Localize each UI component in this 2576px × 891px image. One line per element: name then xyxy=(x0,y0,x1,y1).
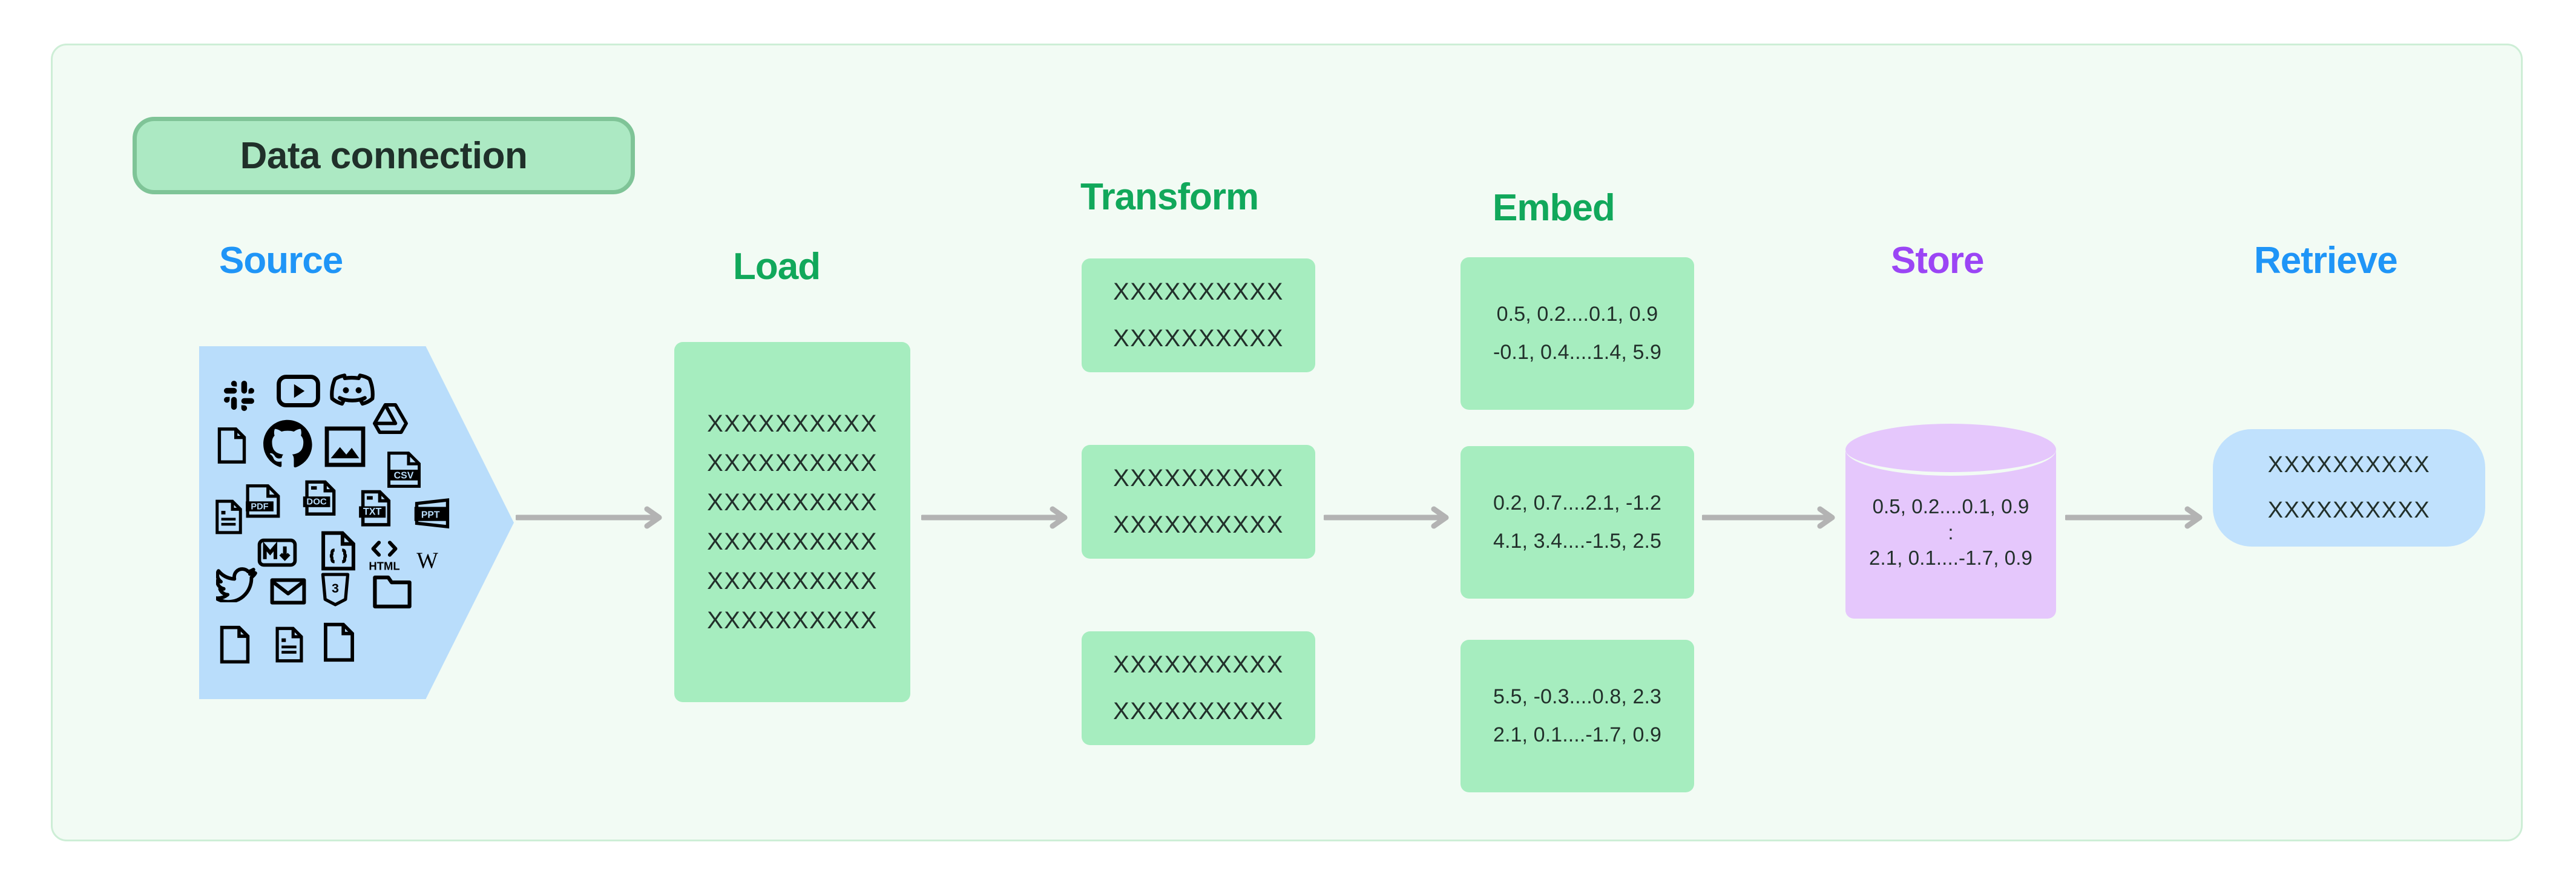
pdf-file-icon: PDF xyxy=(242,482,286,520)
twitter-icon xyxy=(215,566,258,603)
embed-vector-line: 4.1, 3.4....-1.5, 2.5 xyxy=(1493,530,1662,553)
embed-vector-line: -0.1, 0.4....1.4, 5.9 xyxy=(1493,341,1662,364)
embed-vector-line: 2.1, 0.1....-1.7, 0.9 xyxy=(1493,723,1662,746)
store-ellipsis: : xyxy=(1948,521,1954,544)
svg-text:PPT: PPT xyxy=(421,510,440,521)
folder-icon xyxy=(371,573,413,611)
file-blank-icon-2 xyxy=(217,623,252,666)
store-vector-bottom: 2.1, 0.1....-1.7, 0.9 xyxy=(1869,547,2032,570)
image-icon xyxy=(323,425,367,469)
store-content: 0.5, 0.2....0.1, 0.9 : 2.1, 0.1....-1.7,… xyxy=(1845,495,2056,570)
csv-file-icon: CSV xyxy=(386,450,422,490)
stage-title-retrieve: Retrieve xyxy=(2254,240,2398,281)
svg-text:PDF: PDF xyxy=(251,502,268,511)
transform-line: XXXXXXXXXX xyxy=(1113,465,1284,492)
load-line: XXXXXXXXXX xyxy=(707,488,878,516)
svg-text:W: W xyxy=(416,548,438,574)
load-line: XXXXXXXXXX xyxy=(707,449,878,476)
stage-title-load: Load xyxy=(733,246,821,288)
arrow-embed-to-store xyxy=(1702,505,1840,542)
load-line: XXXXXXXXXX xyxy=(707,567,878,594)
store-database-cylinder: 0.5, 0.2....0.1, 0.9 : 2.1, 0.1....-1.7,… xyxy=(1845,424,2056,619)
arrow-store-to-retrieve xyxy=(2065,505,2207,542)
retrieve-line: XXXXXXXXXX xyxy=(2267,498,2431,523)
markdown-icon xyxy=(256,536,298,570)
doc-file-icon: DOC xyxy=(300,478,342,520)
load-box: XXXXXXXXXX XXXXXXXXXX XXXXXXXXXX XXXXXXX… xyxy=(674,342,910,702)
store-vector-top: 0.5, 0.2....0.1, 0.9 xyxy=(1872,495,2029,518)
discord-icon xyxy=(328,366,376,412)
data-connection-badge-label: Data connection xyxy=(240,134,528,177)
css3-icon: 3 xyxy=(319,571,352,608)
embed-vector-line: 0.5, 0.2....0.1, 0.9 xyxy=(1496,303,1658,326)
github-icon xyxy=(261,418,314,470)
load-line: XXXXXXXXXX xyxy=(707,410,878,437)
stage-title-source: Source xyxy=(219,240,343,281)
embed-vector-line: 5.5, -0.3....0.8, 2.3 xyxy=(1493,685,1662,708)
retrieve-box: XXXXXXXXXX XXXXXXXXXX xyxy=(2213,429,2485,547)
slack-icon xyxy=(220,377,258,415)
wikipedia-icon: W xyxy=(409,543,446,576)
arrow-load-to-transform xyxy=(921,505,1073,542)
svg-text:HTML: HTML xyxy=(369,560,399,573)
arrow-source-to-load xyxy=(516,505,667,542)
document-lines-icon xyxy=(213,498,245,536)
embed-box: 5.5, -0.3....0.8, 2.3 2.1, 0.1....-1.7, … xyxy=(1460,640,1694,792)
ppt-file-icon: PPT xyxy=(411,496,453,533)
svg-text:CSV: CSV xyxy=(394,470,414,481)
html-icon: HTML xyxy=(362,537,407,574)
google-drive-icon xyxy=(371,401,410,436)
transform-box: XXXXXXXXXX XXXXXXXXXX xyxy=(1082,445,1315,559)
embed-box: 0.5, 0.2....0.1, 0.9 -0.1, 0.4....1.4, 5… xyxy=(1460,257,1694,410)
stage-title-embed: Embed xyxy=(1493,187,1615,229)
svg-text:3: 3 xyxy=(332,581,339,596)
arrow-transform-to-embed xyxy=(1324,505,1454,542)
svg-text:DOC: DOC xyxy=(306,497,327,507)
transform-line: XXXXXXXXXX xyxy=(1113,698,1284,725)
data-connection-badge: Data connection xyxy=(133,117,635,194)
embed-box: 0.2, 0.7....2.1, -1.2 4.1, 3.4....-1.5, … xyxy=(1460,446,1694,599)
txt-file-icon: TXT xyxy=(353,487,397,531)
cylinder-body xyxy=(1845,449,2056,619)
transform-box: XXXXXXXXXX XXXXXXXXXX xyxy=(1082,631,1315,745)
diagram-canvas: Data connection Source Load Transform Em… xyxy=(51,44,2523,841)
load-line: XXXXXXXXXX xyxy=(707,528,878,555)
json-file-icon xyxy=(320,530,357,572)
transform-line: XXXXXXXXXX xyxy=(1113,325,1284,352)
file-blank-icon-3 xyxy=(321,620,357,664)
transform-line: XXXXXXXXXX xyxy=(1113,651,1284,678)
svg-text:TXT: TXT xyxy=(363,507,382,518)
document-lines-icon-2 xyxy=(273,625,306,664)
retrieve-line: XXXXXXXXXX xyxy=(2267,452,2431,478)
cylinder-top-ellipse xyxy=(1845,424,2056,476)
youtube-icon xyxy=(275,370,321,412)
transform-line: XXXXXXXXXX xyxy=(1113,278,1284,305)
file-blank-icon xyxy=(214,424,250,467)
embed-vector-line: 0.2, 0.7....2.1, -1.2 xyxy=(1493,492,1662,515)
email-icon xyxy=(269,576,307,607)
stage-title-transform: Transform xyxy=(1080,176,1259,218)
stage-title-store: Store xyxy=(1891,240,1984,281)
transform-line: XXXXXXXXXX xyxy=(1113,511,1284,538)
load-line: XXXXXXXXXX xyxy=(707,607,878,634)
transform-box: XXXXXXXXXX XXXXXXXXXX xyxy=(1082,258,1315,372)
